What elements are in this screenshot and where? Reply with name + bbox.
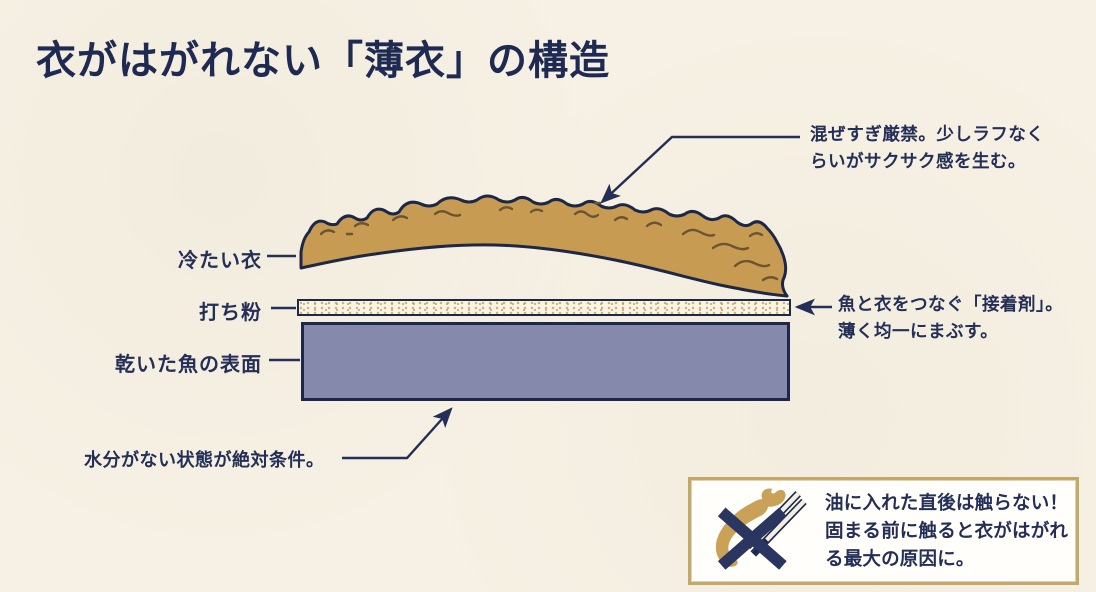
annotation-adhesive-line1: 魚と衣をつなぐ「接着剤」。 [838, 294, 1064, 314]
shrimp-tail [761, 488, 786, 507]
warning-line1: 油に入れた直後は触らない！ [825, 492, 1069, 514]
annotation-mixing: 混ぜすぎ厳禁。少しラフなく らいがサクサク感を生む。 [810, 121, 1044, 175]
annotation-mixing-line1: 混ぜすぎ厳禁。少しラフなく [810, 124, 1045, 144]
batter-texture-squiggles [319, 201, 779, 282]
warning-line3: る最大の原因に。 [825, 547, 975, 569]
leader-arrow-moisture [342, 407, 453, 460]
annotation-moisture-line1: 水分がない状態が絶対条件。 [84, 450, 325, 470]
page-title: 衣がはがれない「薄衣」の構造 [36, 38, 610, 83]
cold-batter-layer-illustration [299, 194, 789, 298]
annotation-adhesive: 魚と衣をつなぐ「接着剤」。 薄く均一にまぶす。 [838, 291, 1063, 345]
shrimp-body [715, 499, 769, 567]
annotation-moisture: 水分がない状態が絶対条件。 [84, 447, 325, 475]
cross-mark-icon [717, 507, 787, 570]
warning-line2: 固まる前に触ると衣がはがれ [825, 520, 1069, 542]
label-dusting-flour: 打ち粉 [199, 302, 262, 324]
label-dried-fish-surface: 乾いた魚の表面 [115, 354, 262, 376]
warning-text: 油に入れた直後は触らない！ 固まる前に触ると衣がはがれ る最大の原因に。 [825, 489, 1068, 572]
dusting-flour-layer [297, 299, 791, 316]
batter-shape [299, 194, 789, 298]
warning-box: 油に入れた直後は触らない！ 固まる前に触ると衣がはがれ る最大の原因に。 [688, 477, 1079, 585]
dried-fish-surface-layer [301, 322, 790, 401]
no-touch-fried-shrimp-icon [715, 488, 807, 570]
label-cold-batter: 冷たい衣 [178, 250, 262, 272]
annotation-mixing-line2: らいがサクサク感を生む。 [810, 151, 1026, 172]
annotation-adhesive-line2: 薄く均一にまぶす。 [838, 321, 999, 342]
